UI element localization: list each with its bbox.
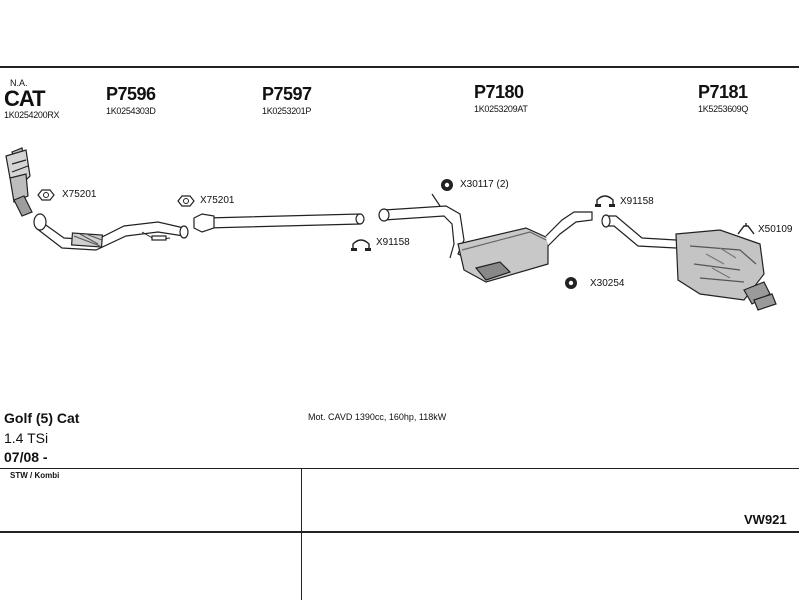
front-pipe [33, 213, 189, 251]
clamp-icon [351, 239, 371, 251]
accessory-code: X91158 [376, 237, 410, 248]
accessory-code: X75201 [200, 195, 235, 206]
hanger-bracket-icon [737, 223, 755, 235]
info-panel-column-divider [301, 468, 302, 600]
cat-label: CAT [4, 86, 46, 111]
accessory-code: X30117 (2) [460, 179, 509, 190]
rear-silencer [601, 214, 777, 311]
ref-number-middle-pipe: 1K0253201P [262, 106, 312, 116]
catalytic-converter [5, 147, 33, 217]
cat-ref-number: 1K0254200RX [4, 110, 60, 120]
exhaust-system-drawing [5, 147, 777, 311]
middle-pipe [193, 213, 365, 233]
accessory-code: X30254 [590, 278, 625, 289]
ref-number-rear-silencer: 1K5253609Q [698, 104, 749, 114]
vehicle-model: Golf (5) Cat [4, 410, 80, 426]
part-number-middle-pipe: P7597 [262, 84, 312, 104]
part-number-front-pipe: P7596 [106, 84, 156, 104]
clamp-icon [595, 195, 615, 207]
ref-number-front-pipe: 1K0254303D [106, 106, 156, 116]
na-label: N.A. [10, 78, 28, 88]
flange-gasket-icon [37, 189, 55, 201]
center-silencer [378, 193, 593, 283]
rubber-mount-icon [565, 277, 577, 289]
vehicle-date: 07/08 - [4, 449, 48, 465]
accessory-code: X75201 [62, 189, 97, 200]
part-number-rear-silencer: P7181 [698, 82, 748, 102]
ref-number-center-silencer: 1K0253209AT [474, 104, 528, 114]
accessory-code: X50109 [758, 224, 793, 235]
engine-spec: Mot. CAVD 1390cc, 160hp, 118kW [308, 412, 447, 422]
info-panel-divider [0, 468, 799, 469]
diagram-code: VW921 [744, 512, 787, 527]
rubber-mount-icon [441, 179, 453, 191]
exhaust-diagram-sheet: N.A. CAT 1K0254200RX P7596 1K0254303D P7… [0, 66, 799, 600]
flange-gasket-icon [177, 195, 195, 207]
vehicle-engine: 1.4 TSi [4, 430, 49, 446]
accessory-code: X91158 [620, 196, 654, 207]
part-number-center-silencer: P7180 [474, 82, 524, 102]
vehicle-body: STW / Kombi [10, 471, 60, 480]
